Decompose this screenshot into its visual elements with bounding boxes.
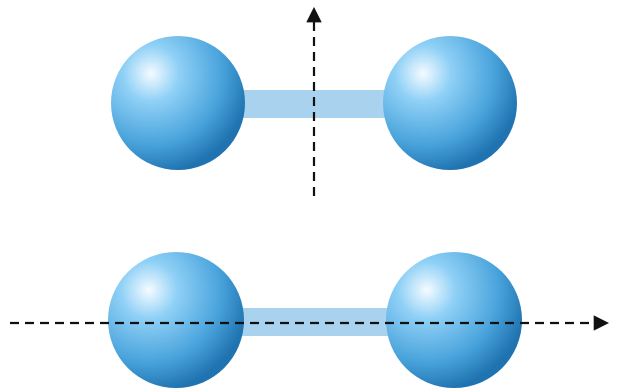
top-right-sphere <box>383 36 517 170</box>
top-left-sphere <box>111 36 245 170</box>
bottom-left-sphere <box>108 252 244 388</box>
bottom-right-sphere <box>386 252 522 388</box>
top-molecule <box>111 6 517 196</box>
bottom-molecule <box>10 252 610 388</box>
